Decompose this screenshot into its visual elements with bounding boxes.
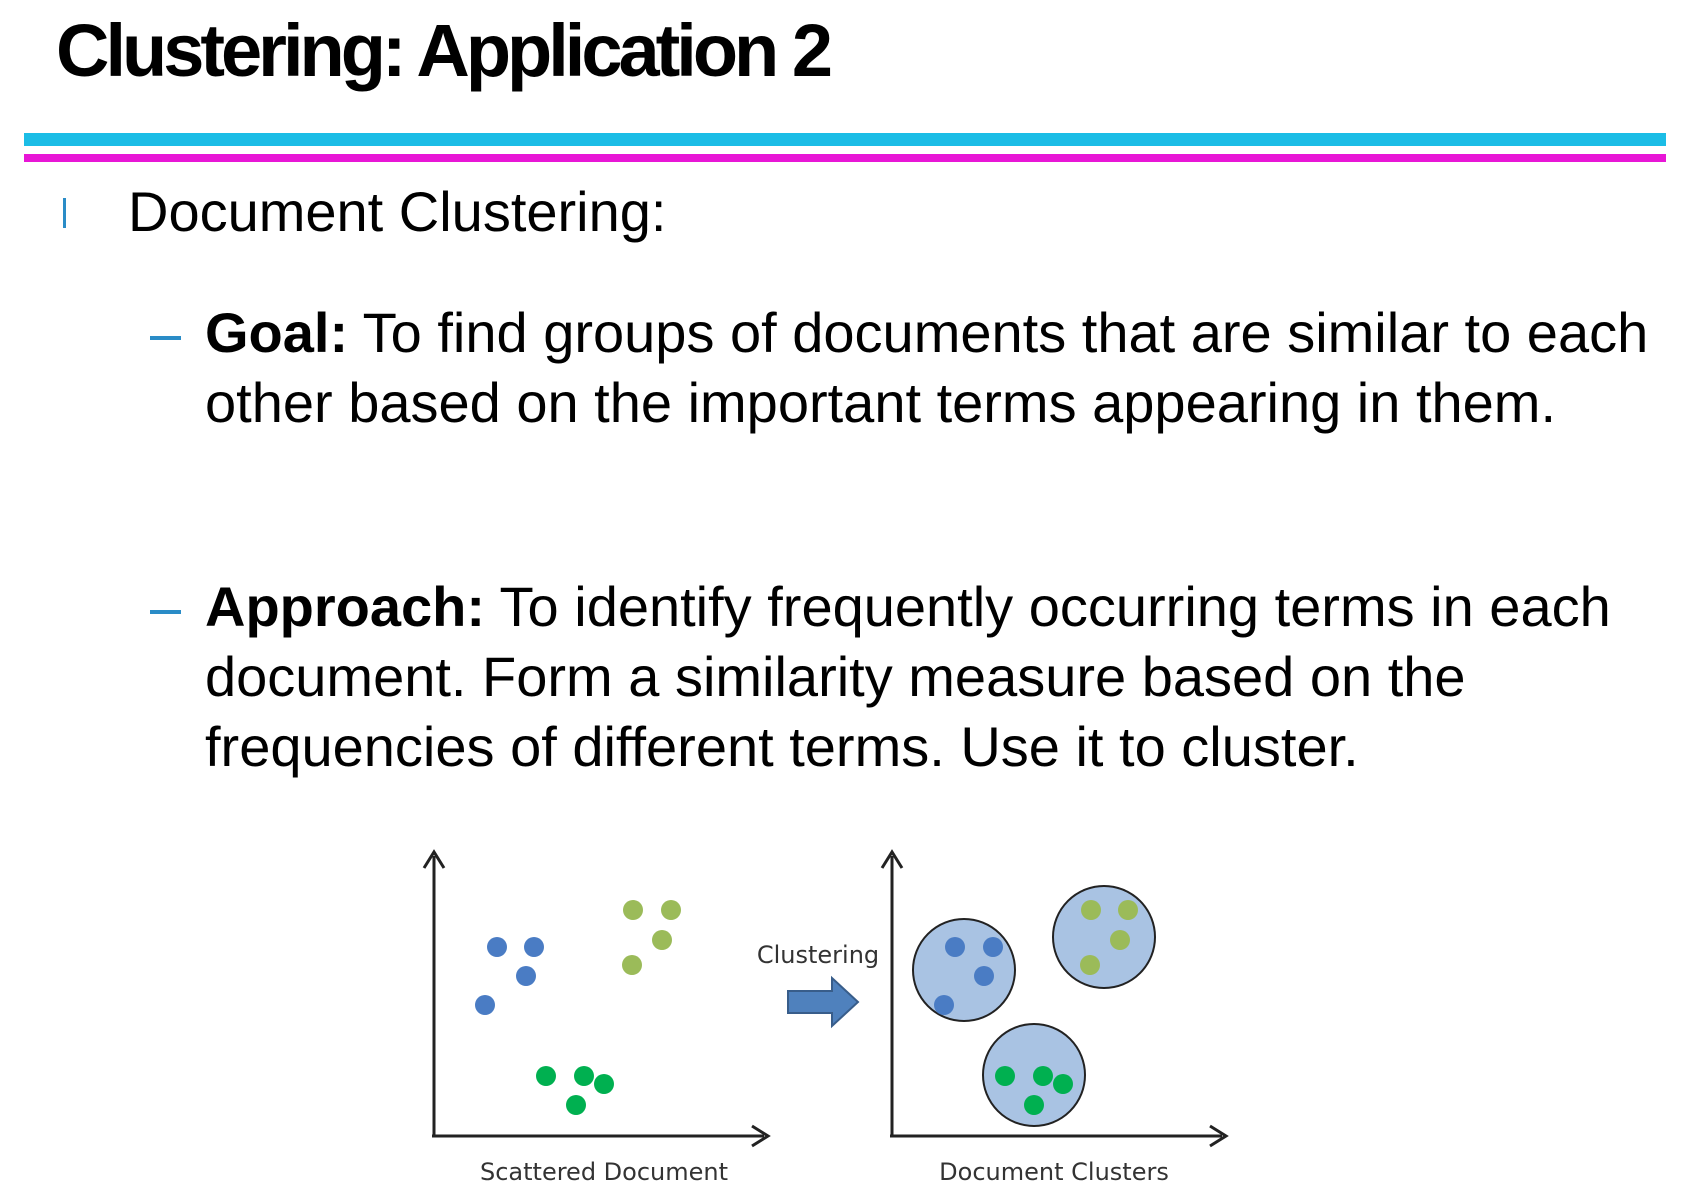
cluster-dot-blue [934,995,954,1015]
left-y-arrowhead [422,849,446,869]
bullet-marker [63,198,66,228]
goal-paragraph: Goal: To find groups of documents that a… [205,298,1665,438]
scatter-dot-green [536,1066,556,1086]
scatter-dot-green [574,1066,594,1086]
scatter-dot-olive [652,930,672,950]
scatter-dot-green [594,1074,614,1094]
cluster-dot-olive [1081,900,1101,920]
cluster-dot-olive [1080,955,1100,975]
cluster-dot-green [1053,1074,1073,1094]
left-caption: Scattered Document [480,1158,728,1186]
cluster-dot-green [995,1066,1015,1086]
cluster-olive [1052,885,1156,989]
cluster-dot-green [1024,1095,1044,1115]
dash-icon [150,610,181,614]
cluster-dot-blue [974,966,994,986]
right-x-arrowhead [1209,1124,1229,1148]
approach-text: To identify frequently occurring terms i… [205,575,1611,778]
dash-icon [150,336,181,340]
cluster-blue [912,918,1016,1022]
scatter-dot-olive [661,900,681,920]
goal-text: To find groups of documents that are sim… [205,301,1649,434]
scatter-dot-blue [516,966,536,986]
scatter-dot-blue [524,937,544,957]
title-rule-magenta [24,154,1666,162]
cluster-dot-blue [945,937,965,957]
bullet-document-clustering: Document Clustering: [128,180,667,243]
cluster-dot-olive [1110,930,1130,950]
scatter-dot-olive [623,900,643,920]
cluster-dot-blue [983,937,1003,957]
scatter-dot-green [566,1095,586,1115]
right-y-arrowhead [880,849,904,869]
left-x-arrowhead [751,1124,771,1148]
scatter-dot-blue [475,995,495,1015]
approach-paragraph: Approach: To identify frequently occurri… [205,572,1665,782]
right-caption: Document Clusters [939,1158,1169,1186]
goal-label: Goal: [205,301,349,364]
cluster-dot-green [1033,1066,1053,1086]
right-arrow-icon [787,975,860,1029]
approach-label: Approach: [205,575,485,638]
cluster-dot-olive [1118,900,1138,920]
title-rule-cyan [24,133,1666,146]
arrow-label: Clustering [757,941,879,969]
slide-title: Clustering: Application 2 [56,9,833,92]
scatter-dot-olive [622,955,642,975]
scatter-dot-blue [487,937,507,957]
